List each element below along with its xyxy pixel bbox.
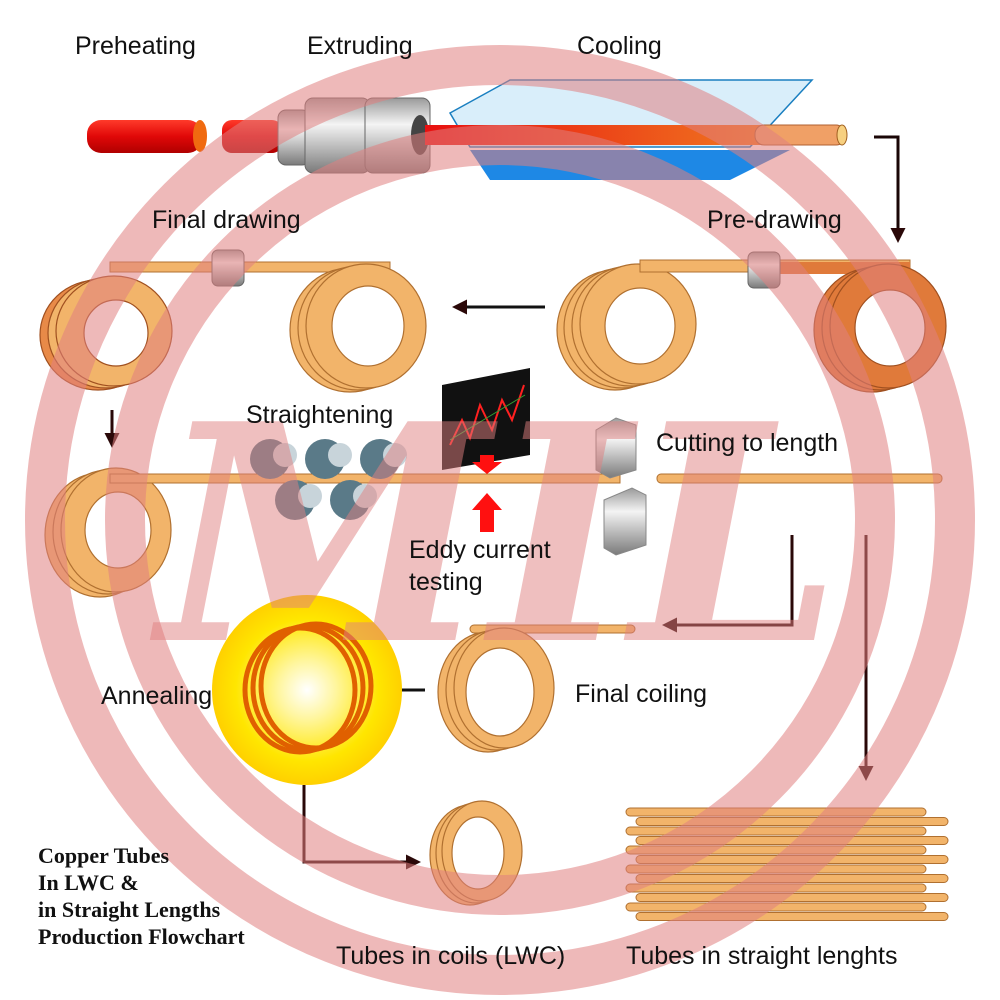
straight-tube — [635, 855, 949, 864]
preheating-billet — [87, 120, 207, 153]
label-annealing: Annealing — [101, 682, 213, 710]
straight-tube — [635, 817, 949, 826]
title-line: Production Flowchart — [38, 924, 245, 949]
straight-tube — [625, 845, 927, 855]
title-line: In LWC & — [38, 870, 139, 895]
arrow-to-finalcoiling — [662, 535, 794, 633]
title-line: in Straight Lengths — [38, 897, 221, 922]
label-tubes-straight: Tubes in straight lenghts — [626, 942, 898, 970]
label-cooling: Cooling — [577, 32, 662, 60]
straight-tube — [625, 883, 927, 893]
label-tubes-in-coils: Tubes in coils (LWC) — [336, 942, 566, 970]
label-final-coiling: Final coiling — [575, 680, 708, 708]
label-cutting-to-length: Cutting to length — [656, 429, 839, 457]
extruder-press — [222, 97, 431, 174]
straight-tube — [625, 864, 927, 874]
straight-tube — [635, 836, 949, 845]
arrow-to-predrawing — [874, 135, 906, 243]
straight-tube — [625, 902, 927, 912]
tubes-in-coils-product — [429, 800, 523, 906]
straight-tube — [635, 893, 949, 902]
straight-tube — [625, 807, 927, 817]
label-final-drawing: Final drawing — [152, 206, 301, 234]
straight-tube — [625, 826, 927, 836]
finaldrawing-coils — [39, 249, 427, 393]
predrawing-coils — [556, 251, 947, 393]
label-extruding: Extruding — [307, 32, 413, 60]
straight-tube — [635, 874, 949, 883]
eddy-current-tester — [442, 368, 530, 532]
label-preheating: Preheating — [75, 32, 196, 60]
tubes-straight-product — [625, 807, 949, 921]
straight-tube — [635, 912, 949, 921]
label-eddy-current-2: testing — [409, 568, 483, 596]
label-straightening: Straightening — [246, 401, 394, 429]
arrow-to-tubes-coils — [302, 785, 421, 870]
cooling-trough — [425, 79, 848, 180]
label-pre-drawing: Pre-drawing — [707, 206, 842, 234]
straightening-line — [44, 439, 621, 598]
label-eddy-current-1: Eddy current — [409, 536, 551, 564]
title-line: Copper Tubes — [38, 843, 170, 868]
flowchart-title: Copper Tubes In LWC & in Straight Length… — [38, 842, 245, 950]
annealing-furnace — [212, 595, 402, 785]
